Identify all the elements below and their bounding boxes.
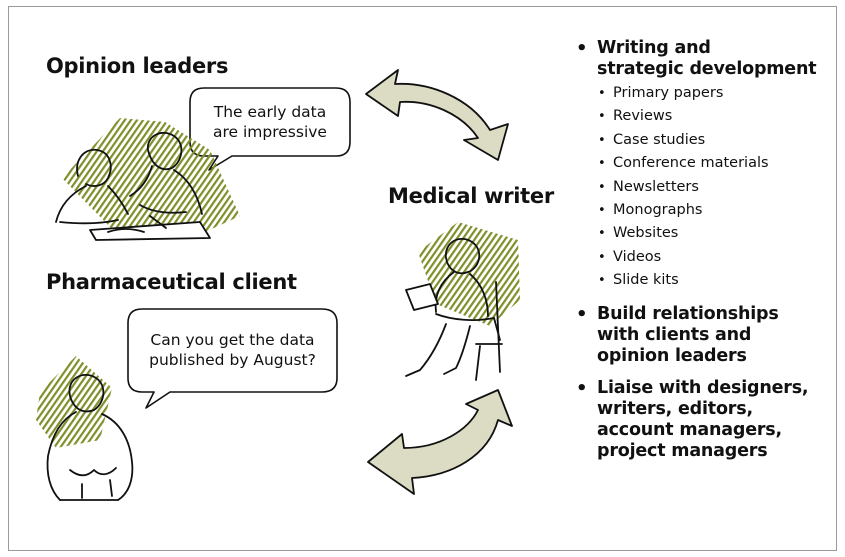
role-line: project managers <box>597 440 768 461</box>
pharma-client-heading: Pharmaceutical client <box>46 270 297 294</box>
medical-writer-heading: Medical writer <box>388 184 554 208</box>
medical-writer-illustration <box>405 222 520 381</box>
medical-writer-roles: Writing and strategic development Primar… <box>568 38 838 462</box>
opinion-leaders-heading: Opinion leaders <box>46 54 229 78</box>
quote-line: published by August? <box>149 351 316 369</box>
output-item: Case studies <box>597 129 838 153</box>
role-line: Writing and <box>597 38 711 58</box>
role-relationships: Build relationships with clients and opi… <box>568 304 838 367</box>
role-line: Build relationships <box>597 303 779 324</box>
pharma-client-quote: Can you get the data published by August… <box>128 330 337 370</box>
role-liaise: Liaise with designers, writers, editors,… <box>568 378 838 462</box>
quote-line: Can you get the data <box>150 331 315 349</box>
output-item: Websites <box>597 222 838 246</box>
role-line: opinion leaders <box>597 345 747 366</box>
output-item: Reviews <box>597 105 838 129</box>
role-line: account managers, <box>597 419 782 440</box>
double-arrow-top <box>365 69 509 161</box>
output-item: Monographs <box>597 199 838 223</box>
quote-line: The early data <box>213 103 327 121</box>
role-line: writers, editors, <box>597 398 753 419</box>
role-line: with clients and <box>597 324 752 345</box>
output-item: Conference materials <box>597 152 838 176</box>
role-writing: Writing and strategic development Primar… <box>568 38 838 293</box>
speech-bubble-opinion-leaders <box>189 87 351 171</box>
output-item: Videos <box>597 246 838 270</box>
output-item: Newsletters <box>597 176 838 200</box>
role-line: Liaise with designers, <box>597 377 809 398</box>
output-item: Slide kits <box>597 269 838 293</box>
pharma-client-illustration <box>36 356 134 501</box>
quote-line: are impressive <box>213 123 327 141</box>
opinion-leaders-quote: The early data are impressive <box>190 102 350 142</box>
role-line: strategic development <box>597 59 817 79</box>
speech-bubble-pharma-client <box>127 308 338 409</box>
writing-outputs-list: Primary papers Reviews Case studies Conf… <box>597 82 838 293</box>
double-arrow-bottom <box>367 389 513 495</box>
opinion-leaders-illustration <box>55 118 240 241</box>
output-item: Primary papers <box>597 82 838 106</box>
